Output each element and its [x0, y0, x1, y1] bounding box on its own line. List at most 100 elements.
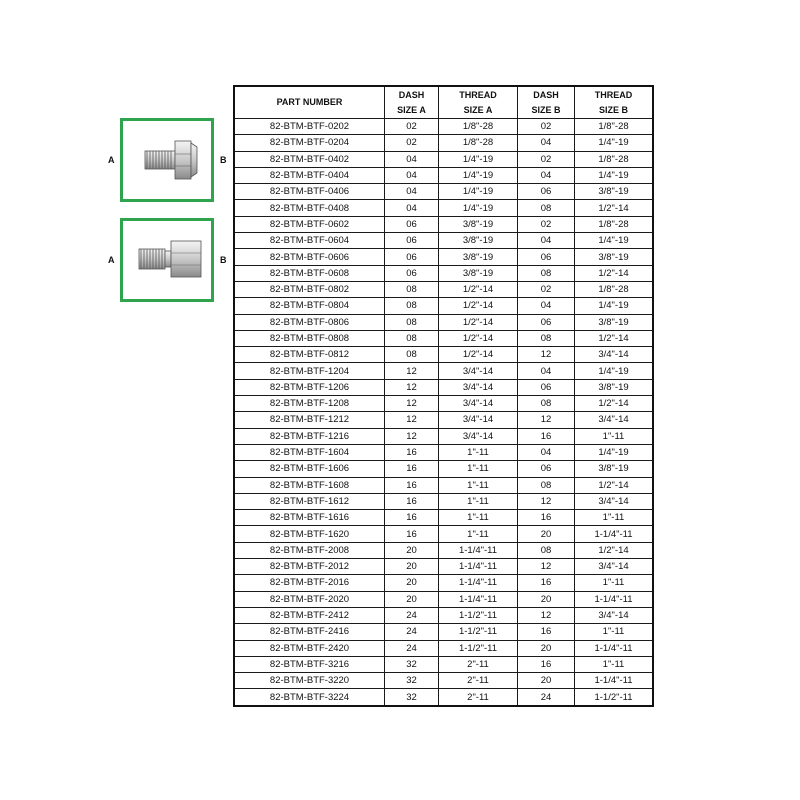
dash-size-a-cell: 02: [384, 117, 439, 136]
dash-size-a-cell: 20: [384, 574, 439, 592]
male-to-male-adapter-icon: [144, 140, 198, 180]
dash-size-a-cell: 16: [384, 492, 439, 511]
figure-2-label-b: B: [220, 255, 227, 265]
thread-size-a-cell: 1-1/4"-11: [438, 558, 518, 576]
dash-size-b-cell: 04: [517, 443, 575, 462]
thread-size-a-cell: 3/8"-19: [438, 215, 518, 234]
part-number-cell: 82-BTM-BTF-1608: [233, 476, 385, 494]
thread-size-a-cell: 1/2"-14: [438, 280, 518, 299]
dash-size-a-cell: 16: [384, 509, 439, 527]
dash-size-b-cell: 02: [517, 215, 575, 234]
thread-size-a-cell: 3/8"-19: [438, 264, 518, 282]
thread-size-a-cell: 1-1/2"-11: [438, 606, 518, 625]
part-number-cell: 82-BTM-BTF-2016: [233, 574, 385, 592]
thread-size-a-cell: 1-1/2"-11: [438, 639, 518, 657]
thread-size-a-cell: 1-1/4"-11: [438, 541, 518, 560]
thread-size-a-cell: 3/8"-19: [438, 248, 518, 266]
thread-size-b-cell: 1-1/4"-11: [574, 672, 654, 690]
thread-size-b-cell: 1/2"-14: [574, 199, 654, 217]
thread-size-a-cell: 3/4"-14: [438, 395, 518, 413]
thread-size-b-cell: 1/4"-19: [574, 166, 654, 185]
thread-size-b-cell: 1/4"-19: [574, 232, 654, 250]
part-number-cell: 82-BTM-BTF-1212: [233, 411, 385, 429]
thread-size-a-cell: 3/4"-14: [438, 411, 518, 429]
dash-size-a-cell: 06: [384, 215, 439, 234]
thread-size-a-cell: 1"-11: [438, 509, 518, 527]
thread-size-b-cell: 1/4"-19: [574, 134, 654, 152]
header-thread-size-a: THREAD SIZE A: [438, 85, 518, 119]
part-number-cell: 82-BTM-BTF-0606: [233, 248, 385, 266]
part-number-cell: 82-BTM-BTF-1204: [233, 362, 385, 380]
header-dash-size-b: DASH SIZE B: [517, 85, 575, 119]
part-number-cell: 82-BTM-BTF-2008: [233, 541, 385, 560]
dash-size-b-cell: 04: [517, 297, 575, 315]
part-number-cell: 82-BTM-BTF-0602: [233, 215, 385, 234]
dash-size-a-cell: 32: [384, 672, 439, 690]
dash-size-a-cell: 04: [384, 199, 439, 217]
dash-size-b-cell: 06: [517, 183, 575, 201]
thread-size-b-cell: 3/4"-14: [574, 411, 654, 429]
part-number-cell: 82-BTM-BTF-1604: [233, 443, 385, 462]
thread-size-b-cell: 1/2"-14: [574, 476, 654, 494]
dash-size-a-cell: 24: [384, 606, 439, 625]
dash-size-a-cell: 08: [384, 297, 439, 315]
dash-size-b-cell: 04: [517, 134, 575, 152]
part-number-cell: 82-BTM-BTF-0604: [233, 232, 385, 250]
figure-2-frame: [120, 218, 214, 302]
thread-size-b-cell: 1/2"-14: [574, 395, 654, 413]
dash-size-a-cell: 12: [384, 362, 439, 380]
part-number-cell: 82-BTM-BTF-0806: [233, 313, 385, 331]
dash-size-b-cell: 08: [517, 395, 575, 413]
thread-size-a-cell: 1/8"-28: [438, 134, 518, 152]
thread-size-a-cell: 1/4"-19: [438, 183, 518, 201]
dash-size-b-cell: 08: [517, 541, 575, 560]
dash-size-b-cell: 04: [517, 362, 575, 380]
dash-size-b-cell: 06: [517, 248, 575, 266]
thread-size-b-cell: 1/8"-28: [574, 215, 654, 234]
thread-size-a-cell: 3/4"-14: [438, 362, 518, 380]
dash-size-b-cell: 02: [517, 150, 575, 168]
thread-size-a-cell: 3/4"-14: [438, 378, 518, 397]
dash-size-a-cell: 16: [384, 525, 439, 543]
figure-2-label-a: A: [108, 255, 115, 265]
dash-size-b-cell: 20: [517, 525, 575, 543]
thread-size-a-cell: 1/8"-28: [438, 117, 518, 136]
thread-size-b-cell: 3/8"-19: [574, 248, 654, 266]
dash-size-b-cell: 04: [517, 166, 575, 185]
thread-size-a-cell: 1/2"-14: [438, 313, 518, 331]
thread-size-a-cell: 1-1/4"-11: [438, 590, 518, 608]
dash-size-b-cell: 02: [517, 117, 575, 136]
thread-size-b-cell: 1/2"-14: [574, 264, 654, 282]
thread-size-b-cell: 3/4"-14: [574, 558, 654, 576]
part-number-cell: 82-BTM-BTF-1206: [233, 378, 385, 397]
dash-size-b-cell: 06: [517, 313, 575, 331]
dash-size-b-cell: 16: [517, 655, 575, 674]
dash-size-a-cell: 08: [384, 329, 439, 348]
dash-size-a-cell: 16: [384, 460, 439, 478]
dash-size-a-cell: 12: [384, 411, 439, 429]
dash-size-a-cell: 20: [384, 590, 439, 608]
dash-size-a-cell: 06: [384, 232, 439, 250]
thread-size-b-cell: 1/4"-19: [574, 297, 654, 315]
thread-size-b-cell: 1/8"-28: [574, 150, 654, 168]
dash-size-b-cell: 12: [517, 411, 575, 429]
table-header-row: PART NUMBER DASH SIZE A THREAD SIZE A DA…: [233, 85, 654, 119]
part-number-cell: 82-BTM-BTF-3216: [233, 655, 385, 674]
figure-1-frame: [120, 118, 214, 202]
thread-size-b-cell: 1/4"-19: [574, 443, 654, 462]
